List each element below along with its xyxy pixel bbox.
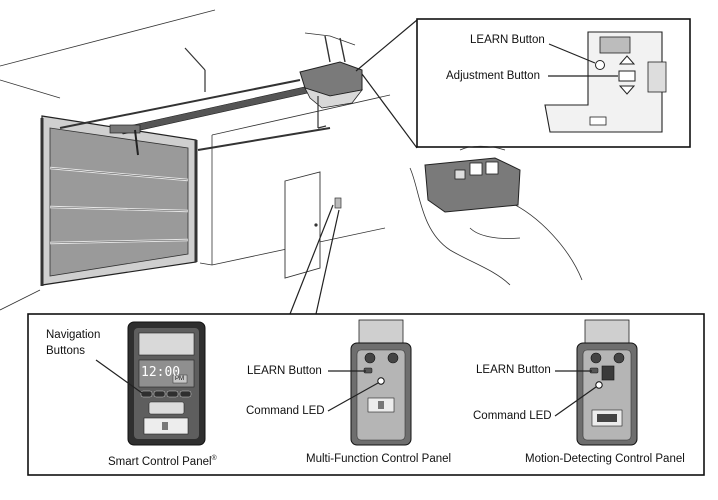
buttons-label: Buttons xyxy=(46,345,85,357)
multi-function-control-panel xyxy=(350,319,412,446)
motion-sensor-icon xyxy=(597,414,617,422)
multi-function-panel-caption: Multi-Function Control Panel xyxy=(306,453,452,465)
user-icon xyxy=(378,401,384,409)
smart-caption-text: Smart Control Panel xyxy=(108,455,212,468)
hand-with-remote xyxy=(409,145,583,286)
motion-detecting-control-panel xyxy=(576,319,638,446)
smart-panel-time: 12:00 xyxy=(141,365,181,380)
nav-button-3 xyxy=(166,390,179,398)
multi-command-led-label: Command LED xyxy=(246,405,325,417)
navigation-label: Navigation xyxy=(46,329,101,341)
multi-learn-button-label: LEARN Button xyxy=(247,365,322,377)
wall-control-icon xyxy=(334,197,342,209)
opener-adjustment-button-label: Adjustment Button xyxy=(446,70,540,82)
nav-button-1 xyxy=(140,390,153,398)
opener-motor-unit xyxy=(299,32,363,129)
opener-rail xyxy=(109,47,349,156)
motion-learn-button-label: LEARN Button xyxy=(476,364,551,376)
registered-mark: ® xyxy=(211,455,217,462)
opener-learn-button-label: LEARN Button xyxy=(470,34,545,46)
nav-button-2 xyxy=(153,390,166,398)
interior-door xyxy=(284,171,321,279)
learn-button-icon xyxy=(595,60,605,70)
smart-control-panel-caption: Smart Control Panel® xyxy=(108,452,217,469)
opener-detail-housing xyxy=(544,31,667,133)
user-icon xyxy=(162,422,168,430)
multi-command-led-icon xyxy=(377,377,385,385)
opener-detail-callout xyxy=(416,18,691,148)
smart-panel-badge: PM xyxy=(175,376,184,382)
adjust-up-arrow-icon xyxy=(618,55,636,65)
nav-button-4 xyxy=(179,390,192,398)
motion-command-led-label: Command LED xyxy=(473,410,552,422)
adjustment-button-icon xyxy=(618,70,636,82)
control-panels-callout xyxy=(27,313,705,476)
adjust-down-arrow-icon xyxy=(618,85,636,95)
garage-room xyxy=(0,9,391,311)
garage-door xyxy=(40,79,331,286)
smart-control-panel xyxy=(127,321,206,446)
motion-command-led-icon xyxy=(595,381,603,389)
motion-detecting-panel-caption: Motion-Detecting Control Panel xyxy=(525,453,685,465)
